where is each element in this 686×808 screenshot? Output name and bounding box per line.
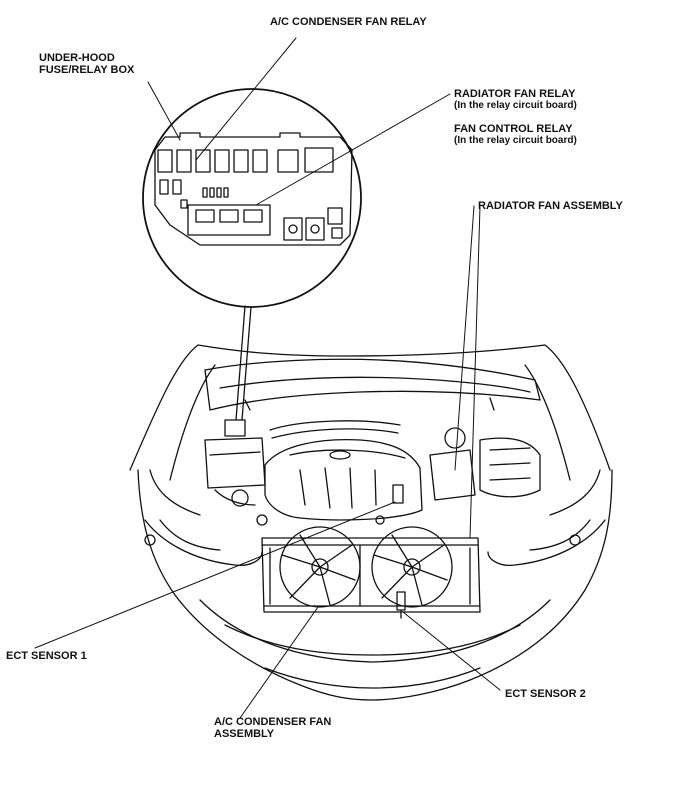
hood-outline	[129, 344, 611, 481]
label-radiator-fan-relay: RADIATOR FAN RELAY (In the relay circuit…	[454, 88, 577, 111]
label-ac-condenser-fan-assembly: A/C CONDENSER FAN ASSEMBLY	[214, 716, 332, 740]
label-ac-condenser-fan-relay: A/C CONDENSER FAN RELAY	[270, 16, 427, 28]
relay-box-detail	[142, 88, 362, 308]
label-ect-sensor-1: ECT SENSOR 1	[6, 650, 87, 662]
leader-lines	[34, 37, 501, 719]
label-ect-sensor-2: ECT SENSOR 2	[505, 688, 586, 700]
label-fan-control-relay: FAN CONTROL RELAY (In the relay circuit …	[454, 123, 577, 146]
label-under-hood-fuse-relay-box: UNDER-HOOD FUSE/RELAY BOX	[39, 52, 135, 76]
body-outline	[137, 469, 613, 701]
radiator-fan-assembly-drawing	[261, 526, 481, 619]
engine	[204, 419, 541, 526]
label-radiator-fan-assembly: RADIATOR FAN ASSEMBLY	[478, 200, 623, 212]
cowl-panel	[204, 358, 541, 411]
